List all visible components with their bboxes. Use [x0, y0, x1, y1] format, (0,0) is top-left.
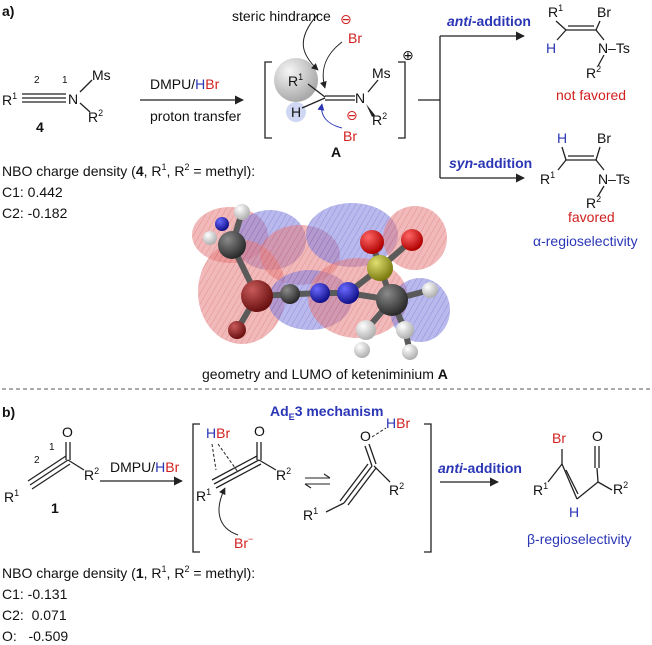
not-favored-label: not favored	[556, 87, 626, 103]
reaction-arrow-b: DMPU/HBr	[100, 459, 183, 486]
pos-2-label: 2	[34, 75, 40, 86]
h-product: H	[569, 504, 579, 520]
panel-b-label: b)	[2, 404, 15, 420]
reagent-a-subtitle: proton transfer	[150, 108, 241, 124]
anti-r1: R1	[548, 3, 563, 20]
ade3-transition-state: HBr O R2 R1 Br−	[196, 423, 291, 551]
reaction-arrow-a: DMPU/HBr proton transfer	[140, 76, 244, 124]
nbo-title-b: NBO charge density (1, R1, R2 = methyl):	[2, 564, 255, 581]
r2-intermediate: R2	[372, 111, 387, 128]
ynone-1: O R2 2 1 R1 1	[4, 424, 99, 516]
hbr-ts: HBr	[206, 425, 230, 441]
o-atom-hb: O	[360, 428, 371, 444]
lumo-caption: geometry and LUMO of keteniminium A	[202, 366, 448, 382]
hbonded-ynone: O HBr R2 R1	[303, 415, 410, 523]
anti-addition-label-a: anti-addition	[447, 13, 531, 29]
intermediate-label-a: A	[331, 144, 341, 160]
o-atom-1: O	[62, 424, 73, 440]
bromide-ts: Br−	[234, 534, 253, 551]
panel-a-label: a)	[2, 3, 14, 19]
r1-ts: R1	[196, 487, 211, 504]
r2-label: R2	[88, 108, 103, 125]
alpha-regioselectivity-label: α-regioselectivity	[533, 233, 638, 249]
bromoenone-product: Br R1 H O R2 β-regioselectivity	[527, 428, 632, 547]
favored-label: favored	[568, 209, 615, 225]
n-intermediate: N	[355, 90, 365, 106]
beta-regioselectivity-label: β-regioselectivity	[527, 531, 632, 547]
bracket-right-b	[424, 423, 432, 553]
anti-br: Br	[597, 4, 611, 20]
r2-hb: R2	[389, 481, 404, 498]
o-atom-ts: O	[254, 423, 265, 439]
syn-br: Br	[597, 130, 611, 146]
r1-hb: R1	[303, 506, 318, 523]
syn-r2: R2	[586, 194, 601, 211]
pos-2-b: 2	[34, 455, 40, 466]
bromide-top-charge: ⊖	[340, 11, 352, 27]
h-intermediate: H	[291, 104, 301, 120]
syn-addition-label: syn-addition	[449, 155, 532, 171]
pos-1-b: 1	[49, 442, 55, 453]
nbo-c1-a: C1: 0.442	[2, 184, 63, 200]
nbo-charges-b: NBO charge density (1, R1, R2 = methyl):…	[2, 564, 255, 644]
r2-ts: R2	[276, 466, 291, 483]
bracket-left-b	[192, 423, 200, 553]
plus-charge: ⊕	[402, 47, 414, 63]
bromide-bottom-charge: ⊖	[346, 107, 358, 123]
keteniminium-a: ⊕ R1 H N Ms R2 A steric hindrance ⊖ Br ⊖…	[232, 8, 414, 160]
nbo-title-a: NBO charge density (4, R1, R2 = methyl):	[2, 162, 255, 179]
steric-hindrance-label: steric hindrance	[232, 8, 331, 24]
nbo-c2-b: C2: 0.071	[2, 607, 67, 623]
anti-product-a: R1 Br H N–Ts R2 not favored	[546, 3, 630, 103]
anti-nts: N–Ts	[598, 40, 630, 56]
r1-intermediate: R1	[288, 72, 303, 89]
bromide-bottom: Br	[343, 128, 357, 144]
syn-product-a: H Br R1 N–Ts R2 favored α-regioselectivi…	[533, 130, 638, 249]
nbo-c1-b: C1: -0.131	[2, 586, 68, 602]
hbr-hb: HBr	[386, 415, 410, 431]
nbo-charges-a: NBO charge density (4, R1, R2 = methyl):…	[2, 162, 255, 221]
r2-product: R2	[613, 480, 628, 497]
ynamide-4: R1 2 1 N Ms R2 4	[2, 67, 111, 135]
reagent-b: DMPU/HBr	[110, 459, 180, 475]
syn-h: H	[557, 130, 567, 146]
reaction-arrow-b2: anti-addition	[438, 460, 522, 487]
compound-number-1: 1	[51, 500, 59, 516]
ms-group: Ms	[92, 67, 111, 83]
pathway-arrows: anti-addition syn-addition	[418, 13, 532, 183]
anti-addition-label-b: anti-addition	[438, 460, 522, 476]
o-product: O	[592, 428, 603, 444]
nbo-o-b: O: -0.509	[2, 628, 68, 644]
lumo-rendering	[192, 203, 450, 360]
bromide-top: Br	[348, 30, 362, 46]
syn-r1: R1	[540, 170, 555, 187]
syn-nts: N–Ts	[598, 171, 630, 187]
pos-1-label: 1	[62, 75, 68, 86]
r1-label: R1	[2, 91, 17, 108]
r1-product: R1	[533, 481, 548, 498]
br-product: Br	[552, 430, 566, 446]
r2-1: R2	[84, 466, 99, 483]
equilibrium-arrows	[304, 473, 331, 489]
anti-h: H	[546, 40, 556, 56]
n-atom: N	[68, 91, 78, 107]
nbo-c2-a: C2: -0.182	[2, 205, 68, 221]
compound-number-4: 4	[36, 119, 44, 135]
anti-r2: R2	[586, 64, 601, 81]
ms-intermediate: Ms	[372, 65, 391, 81]
r1-1: R1	[4, 488, 19, 505]
reagent-a: DMPU/HBr	[150, 76, 220, 92]
ade3-mechanism-label: AdE3 mechanism	[270, 403, 383, 422]
